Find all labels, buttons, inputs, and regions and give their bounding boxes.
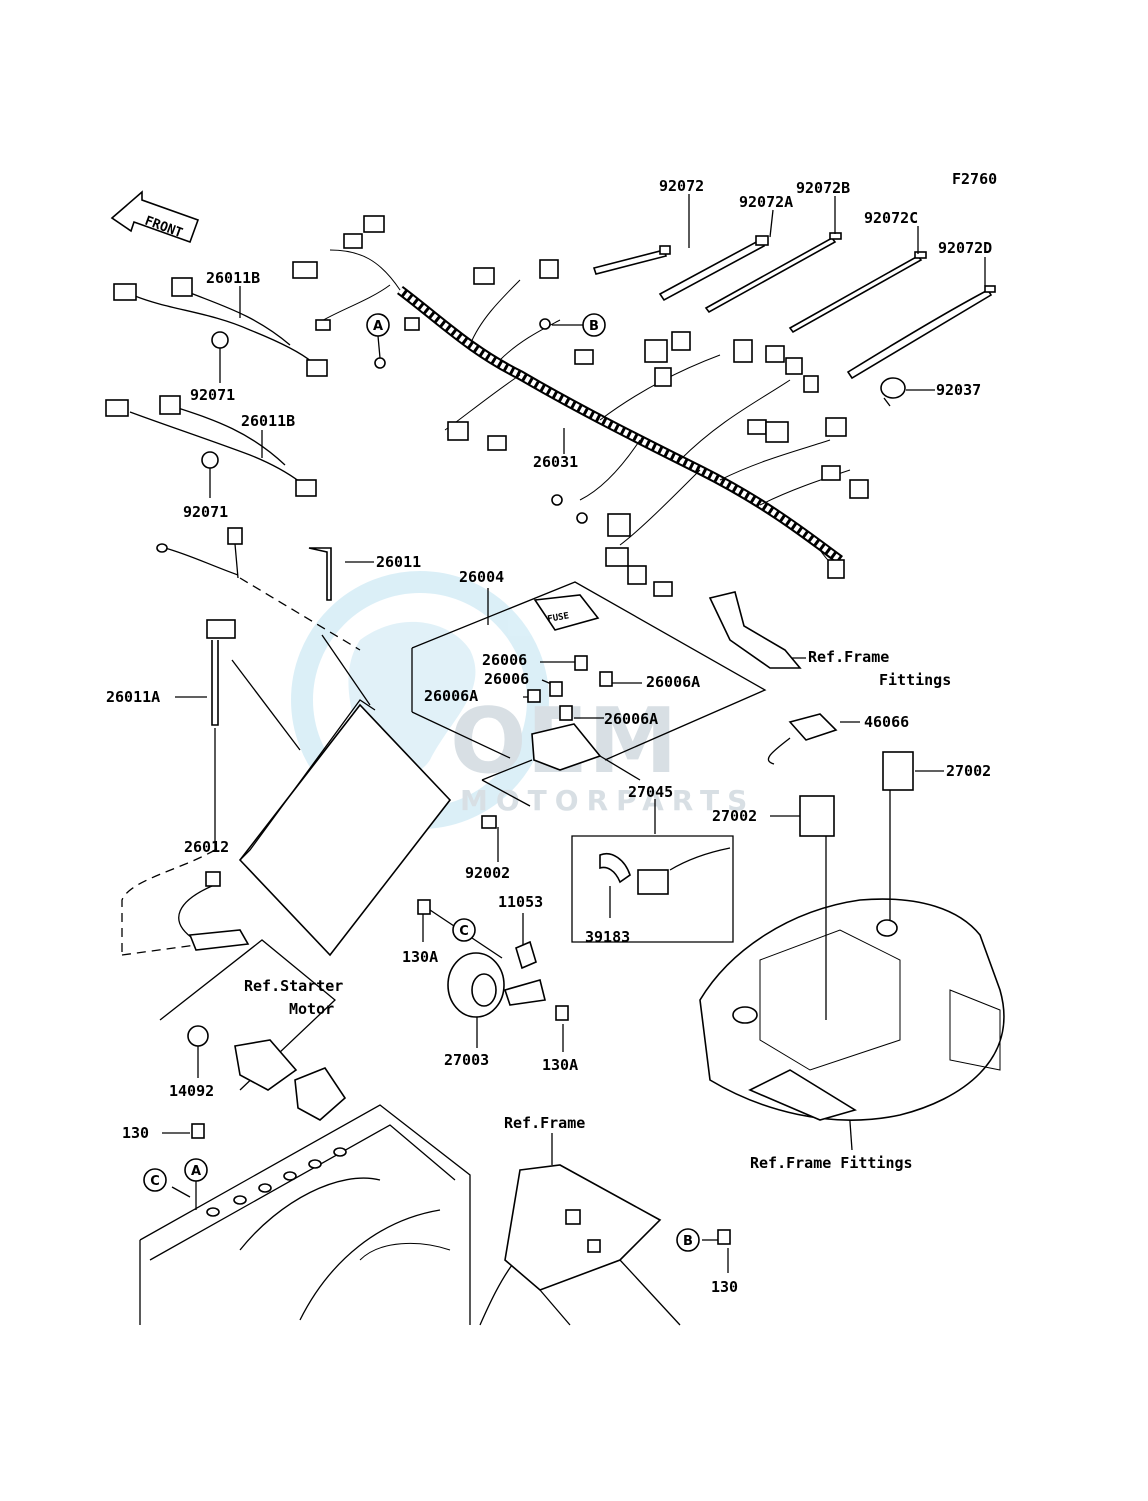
label-27002-2: 27002	[712, 807, 757, 825]
watermark-sub: MOTORPARTS	[460, 784, 755, 817]
label-130-1: 130	[122, 1124, 149, 1142]
callout-B-harness: B	[552, 313, 606, 337]
label-92072B: 92072B	[796, 179, 850, 197]
label-92037: 92037	[936, 381, 981, 399]
label-92072A: 92072A	[739, 193, 793, 211]
callout-B-frame: B	[676, 1228, 700, 1252]
callout-C-frame: C	[143, 1168, 167, 1192]
label-130A-2: 130A	[542, 1056, 578, 1074]
label-26006-1: 26006	[482, 651, 527, 669]
front-direction-arrow: FRONT	[110, 190, 200, 244]
svg-text:C: C	[459, 924, 469, 939]
svg-text:B: B	[683, 1234, 693, 1249]
fuse-box-group: FUSE	[411, 581, 767, 829]
switch-group-27045	[571, 835, 734, 943]
reference-labels: Ref.Frame Fittings Ref.Starter Motor Ref…	[244, 648, 951, 1172]
label-130A-1: 130A	[402, 948, 438, 966]
callout-A-frame: A	[184, 1158, 208, 1182]
ref-frame-fittings-bottom: Ref.Frame Fittings	[750, 1154, 913, 1172]
label-92072C: 92072C	[864, 209, 918, 227]
svg-text:A: A	[373, 319, 383, 334]
svg-text:B: B	[589, 319, 599, 334]
frame-fittings-bracket	[708, 591, 802, 669]
label-26006A-3: 26006A	[604, 710, 658, 728]
label-26011B-2: 26011B	[241, 412, 295, 430]
battery	[231, 634, 452, 957]
svg-text:C: C	[150, 1174, 160, 1189]
part-labels: 92072 92072A 92072B 92072C 92072D 92037 …	[106, 177, 992, 1296]
frame-section	[139, 1104, 731, 1326]
label-27003: 27003	[444, 1051, 489, 1069]
label-92071-1: 92071	[190, 386, 235, 404]
ref-starter-motor-line2: Motor	[289, 1000, 334, 1018]
callout-C-horn: C	[452, 918, 476, 942]
label-14092: 14092	[169, 1082, 214, 1100]
label-26011: 26011	[376, 553, 421, 571]
label-26012: 26012	[184, 838, 229, 856]
ref-frame-fittings-line1: Ref.Frame	[808, 648, 889, 666]
label-26031: 26031	[533, 453, 578, 471]
label-26006A-2: 26006A	[424, 687, 478, 705]
label-11053: 11053	[498, 893, 543, 911]
ref-frame: Ref.Frame	[504, 1114, 585, 1132]
label-27045: 27045	[628, 783, 673, 801]
label-130-2: 130	[711, 1278, 738, 1296]
label-39183: 39183	[585, 928, 630, 946]
relay-covers-27002	[799, 751, 914, 837]
label-92071-2: 92071	[183, 503, 228, 521]
ref-starter-motor-line1: Ref.Starter	[244, 977, 343, 995]
label-92072D: 92072D	[938, 239, 992, 257]
sub-harness-26011B	[105, 277, 328, 497]
callout-A-harness: A	[366, 313, 390, 359]
ref-frame-fittings-line2: Fittings	[879, 671, 951, 689]
cable-ties	[592, 232, 996, 407]
label-26006-2: 26006	[484, 670, 529, 688]
svg-text:A: A	[191, 1164, 201, 1179]
label-26006A-1: 26006A	[646, 673, 700, 691]
fuse-label: FUSE	[547, 611, 570, 625]
label-46066: 46066	[864, 713, 909, 731]
figure-code: F2760	[952, 170, 997, 188]
main-harness	[292, 215, 869, 597]
label-26011A: 26011A	[106, 688, 160, 706]
relay-46066	[767, 713, 838, 765]
battery-case	[699, 790, 1005, 1121]
horn	[417, 899, 569, 1021]
label-92002: 92002	[465, 864, 510, 882]
label-27002-1: 27002	[946, 762, 991, 780]
label-26011B-1: 26011B	[206, 269, 260, 287]
starter-relay-lead	[121, 871, 347, 1121]
label-92072: 92072	[659, 177, 704, 195]
label-26004: 26004	[459, 568, 504, 586]
battery-leads	[121, 527, 361, 955]
